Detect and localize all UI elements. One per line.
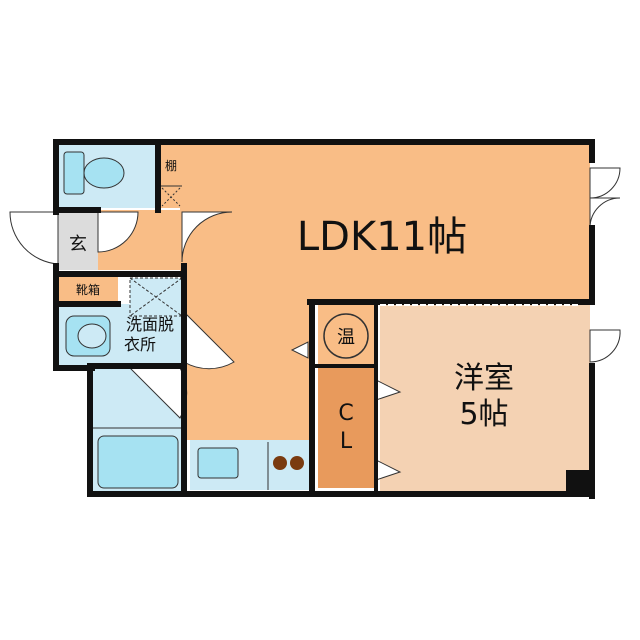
entrance-door [9, 211, 59, 265]
ldk-arrow [290, 341, 309, 359]
wash-basin-bowl [77, 323, 107, 349]
ldk-label: LDK11帖 [297, 214, 467, 260]
stove-burner-right [290, 456, 304, 470]
balcony-window-mid [589, 197, 621, 229]
outer-wall-top [53, 139, 595, 163]
fixtures [63, 151, 369, 490]
balcony-window-top [589, 167, 621, 199]
labels: LDK11帖 洋室 5帖 C L 温 玄 靴箱 棚 洗面脱 衣所 [69, 158, 514, 454]
water-heater [323, 313, 369, 359]
western-room-size: 5帖 [459, 397, 508, 432]
shoe-box-label: 靴箱 [76, 282, 100, 297]
toilet-tank [63, 151, 85, 195]
shelf-area [160, 144, 182, 208]
washroom-label-2: 衣所 [124, 335, 156, 354]
entrance-label: 玄 [69, 234, 87, 255]
shoe-box-area [58, 276, 118, 302]
washroom-label-1: 洗面脱 [126, 315, 174, 334]
hall-door [181, 211, 233, 263]
ldk-area [180, 144, 590, 304]
closet-area [318, 366, 374, 488]
shelf-x2 [161, 187, 181, 207]
stove-burner-left [273, 456, 287, 470]
toilet-bowl [83, 157, 125, 189]
water-heater-label: 温 [337, 327, 355, 348]
washer-pan-x2 [129, 277, 183, 317]
kitchen-sink [197, 447, 239, 479]
bathtub [97, 435, 179, 489]
western-pillar [566, 470, 592, 496]
ldk-lower-area [180, 300, 310, 440]
western-room-area [380, 304, 590, 494]
walls [53, 139, 595, 499]
doors [9, 167, 621, 481]
toilet-door [97, 211, 139, 253]
closet-label-l: L [340, 429, 353, 454]
western-room-label: 洋室 [454, 361, 514, 396]
entrance-floor [58, 212, 98, 270]
room-fills [58, 144, 590, 494]
closet-label-c: C [338, 401, 353, 426]
shelf-label: 棚 [165, 158, 177, 173]
western-window [589, 329, 621, 363]
